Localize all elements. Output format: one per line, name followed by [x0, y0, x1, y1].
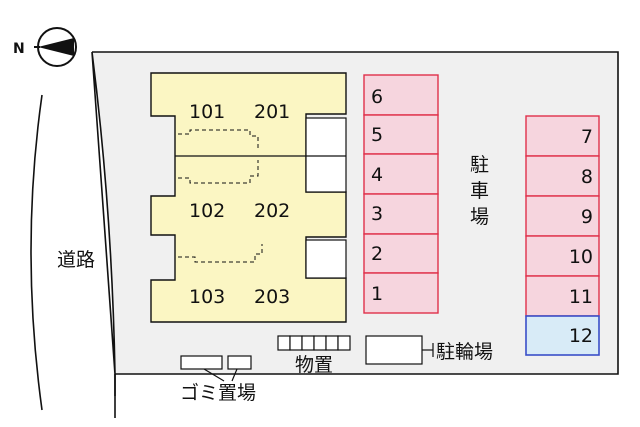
garbage-bin — [180, 355, 223, 370]
staircase-upper — [178, 129, 259, 184]
unit-number: 203 — [254, 286, 290, 308]
parking-slot-number: 2 — [371, 243, 383, 265]
balcony-lower — [305, 239, 347, 279]
unit-number: 101 — [189, 101, 225, 123]
unit-number: 103 — [189, 286, 225, 308]
road-label: 道路 — [57, 249, 95, 271]
parking-slot — [363, 233, 439, 274]
parking-slot-number: 10 — [569, 246, 593, 268]
unit-number: 201 — [254, 101, 290, 123]
garbage-leader — [231, 368, 238, 382]
parking-slot — [525, 115, 600, 157]
unit-number: 102 — [189, 200, 225, 222]
parking-slot-highlighted — [525, 315, 600, 356]
road-edge-line — [30, 94, 43, 411]
parking-slot-number: 8 — [581, 166, 593, 188]
parking-slot-number: 6 — [371, 86, 383, 108]
parking-label: 駐 — [470, 154, 489, 176]
parking-slot — [363, 272, 439, 314]
parking-slot-number: 9 — [581, 206, 593, 228]
parking-slot — [525, 155, 600, 197]
parking-slot — [525, 235, 600, 277]
storage-shed — [277, 335, 351, 351]
parking-slot-number: 7 — [581, 126, 593, 148]
parking-label: 車 — [470, 180, 489, 202]
garbage-leader — [203, 368, 225, 382]
balcony-upper — [305, 117, 347, 193]
storage-label: 物置 — [295, 354, 333, 376]
building-footprint — [150, 72, 347, 323]
garbage-label: ゴミ置場 — [180, 382, 256, 404]
bike-parking-area — [365, 335, 423, 365]
parking-right-column — [525, 115, 600, 356]
parking-slot-number: 11 — [569, 286, 593, 308]
unit-number: 202 — [254, 200, 290, 222]
bike-parking-label: 駐輪場 — [436, 341, 493, 363]
staircase-lower — [178, 244, 263, 263]
parking-slot-number: 4 — [371, 164, 383, 186]
garbage-bin — [227, 355, 252, 370]
parking-slot-number: 3 — [371, 203, 383, 225]
parking-slot-number: 5 — [371, 124, 383, 146]
parking-label: 場 — [470, 206, 489, 228]
parking-slot — [525, 275, 600, 317]
parking-slot-number: 12 — [569, 325, 593, 347]
compass-north-letter: N — [13, 41, 25, 57]
parking-slot-number: 1 — [371, 283, 383, 305]
parking-left-column — [363, 74, 439, 314]
parking-slot — [363, 74, 439, 116]
compass-icon — [34, 27, 77, 67]
